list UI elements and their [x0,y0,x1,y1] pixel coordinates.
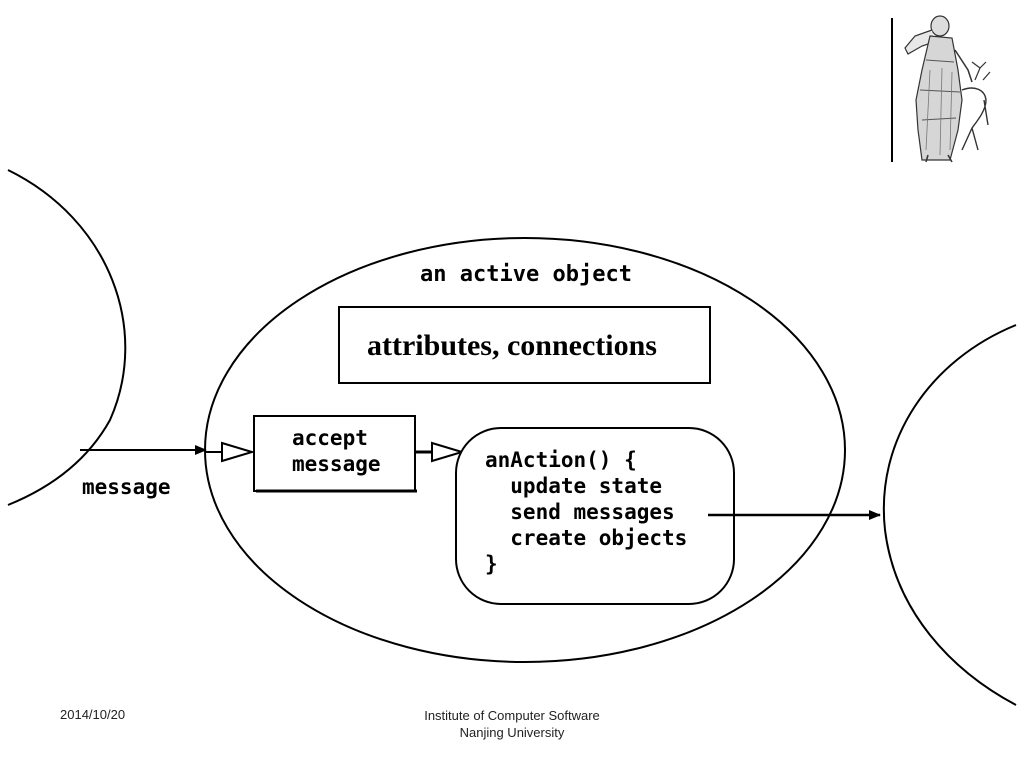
action-line-4: create objects [485,526,687,550]
sender-object-ellipse [7,169,127,506]
action-line-5: } [485,552,498,576]
accept-label-line2: message [292,452,381,476]
action-line-1: anAction() { [485,448,637,472]
artemis-statue-icon [891,15,991,163]
action-arrowhead [431,441,466,463]
action-line-3: send messages [485,500,675,524]
active-object-label: an active object [420,262,632,287]
receiver-object-ellipse [882,324,1017,706]
attributes-label: attributes, connections [367,329,657,362]
attributes-box [338,306,711,384]
footer-date: 2014/10/20 [60,707,126,722]
footer-institute-line1: Institute of Computer Software [424,708,600,723]
incoming-message-label: message [82,475,171,499]
footer-institute-line2: Nanjing University [459,725,565,740]
footer-institute: Institute of Computer Software Nanjing U… [362,707,662,741]
accept-label-line1: accept [292,426,368,450]
accept-arrowhead [221,441,256,463]
action-line-2: update state [485,474,662,498]
